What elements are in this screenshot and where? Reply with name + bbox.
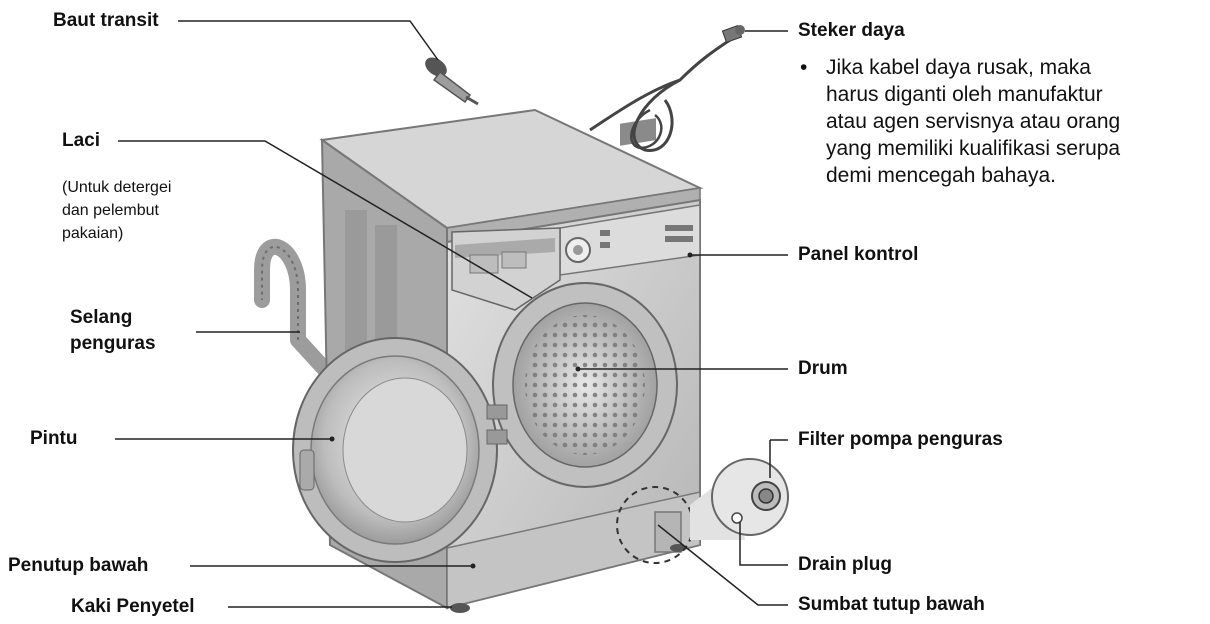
warning-note: • Jika kabel daya rusak, maka harus diga… [800, 54, 1120, 189]
label-drum: Drum [798, 357, 848, 381]
label-pintu: Pintu [30, 427, 78, 451]
label-sumbat-tutup: Sumbat tutup bawah [798, 593, 985, 617]
label-panel-kontrol: Panel kontrol [798, 243, 918, 267]
label-selang-2: penguras [70, 332, 156, 356]
label-baut-transit: Baut transit [53, 9, 159, 33]
label-filter-pompa: Filter pompa penguras [798, 428, 1003, 452]
label-penutup-bawah: Penutup bawah [8, 554, 148, 578]
drum [525, 315, 645, 455]
label-kaki-penyetel: Kaki Penyetel [71, 595, 195, 619]
label-steker-daya: Steker daya [798, 19, 905, 43]
label-laci: Laci [62, 129, 100, 153]
power-cord [590, 25, 745, 150]
warning-bullet: • [800, 54, 807, 81]
label-drain-plug: Drain plug [798, 553, 892, 577]
leader-baut [178, 21, 438, 60]
label-laci-note: (Untuk detergei dan pelembut pakaian) [62, 176, 171, 245]
transit-bolt [422, 54, 478, 104]
label-selang-1: Selang [70, 306, 132, 330]
warning-text: Jika kabel daya rusak, maka harus digant… [826, 54, 1120, 189]
